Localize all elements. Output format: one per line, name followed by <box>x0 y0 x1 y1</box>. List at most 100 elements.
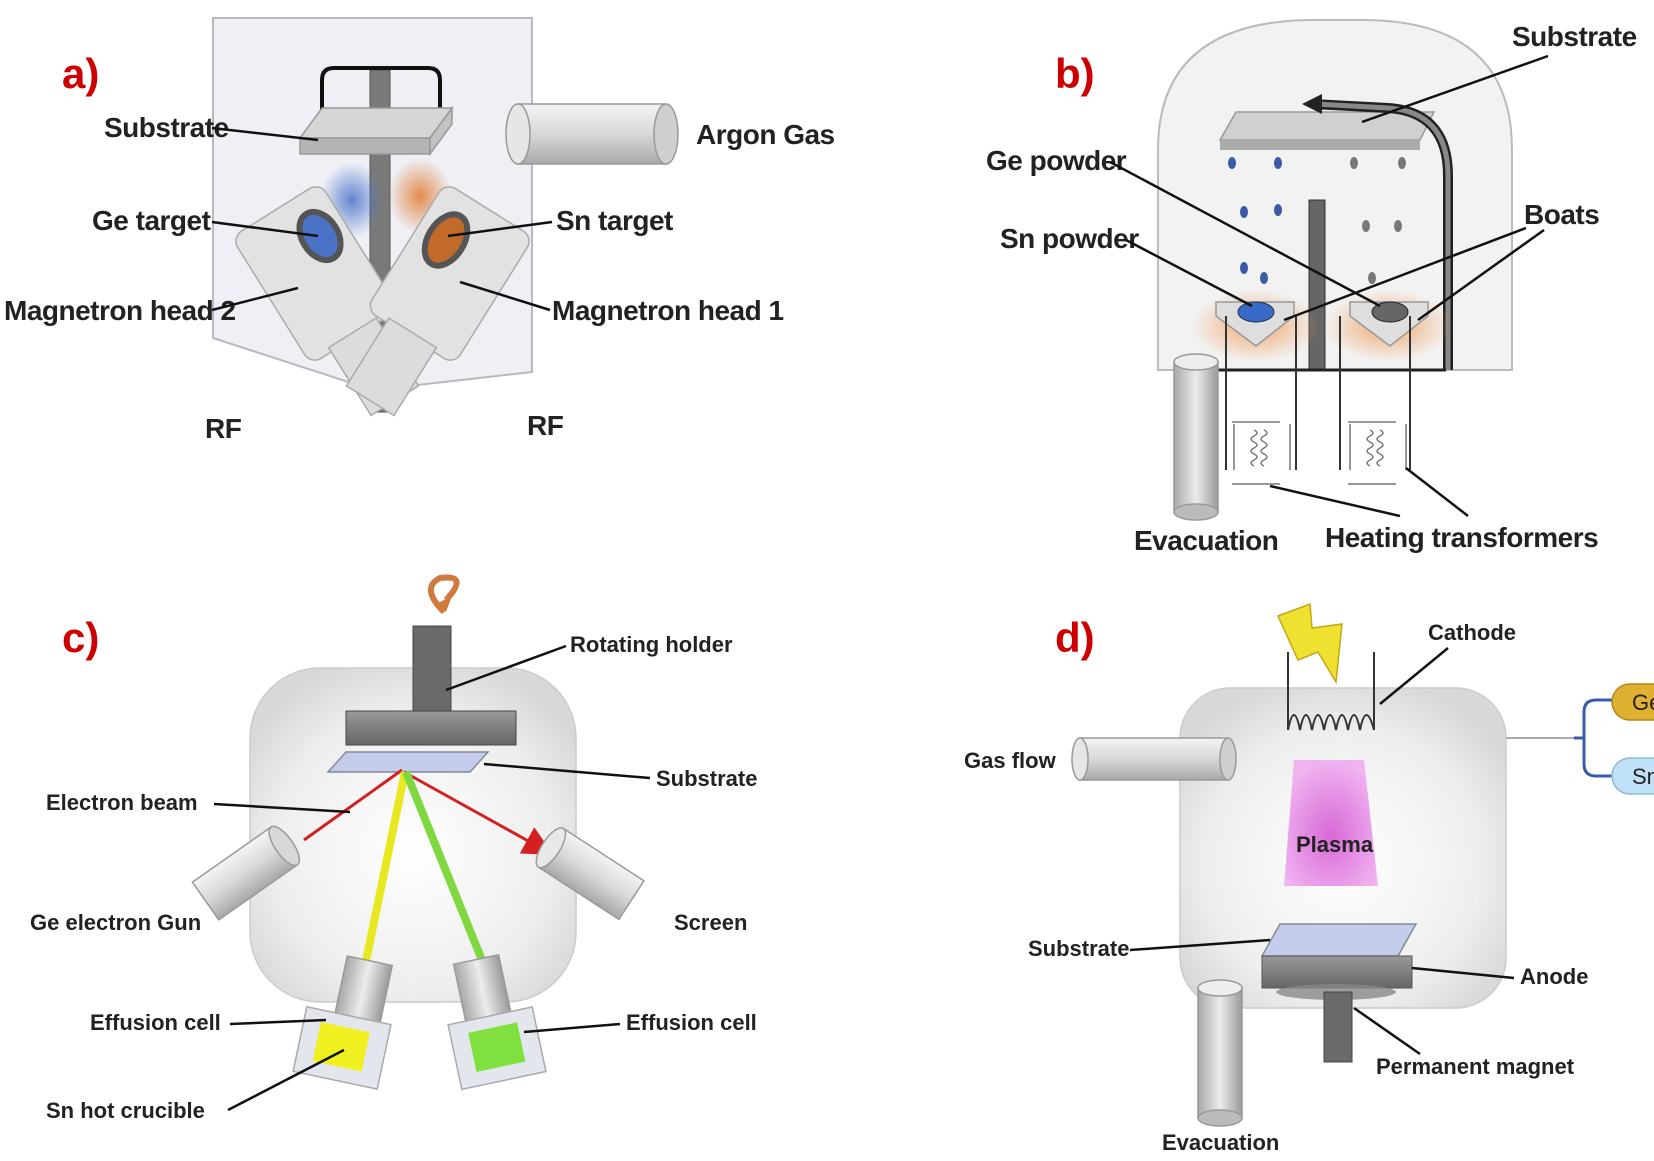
transformer-left <box>1232 421 1291 485</box>
label-cathode: Cathode <box>1428 620 1516 645</box>
boat-left <box>1215 301 1295 347</box>
evacuation-tube-b <box>1173 353 1219 521</box>
leader-ge-powder <box>1109 160 1381 308</box>
label-rf-right: RF <box>527 410 564 441</box>
electron-beam-reflected <box>403 770 554 855</box>
panel-c: c) <box>30 574 757 1123</box>
leader-sn-target <box>447 220 553 238</box>
label-substrate-d: Substrate <box>1028 936 1129 961</box>
panel-c-letter: c) <box>62 614 99 661</box>
panel-b-letter: b) <box>1055 50 1095 97</box>
electron-beam-in <box>303 768 403 842</box>
substrate-bracket <box>320 66 442 128</box>
leader-electron-beam <box>213 802 351 814</box>
label-permanent-magnet: Permanent magnet <box>1376 1054 1575 1079</box>
leader-sn-powder <box>1125 238 1253 308</box>
permanent-magnet <box>1323 991 1353 1063</box>
panel-a: a) <box>4 17 835 444</box>
effusion-cell-left <box>292 955 394 1091</box>
sncl4-bottle: SnCl₄ <box>1611 757 1654 795</box>
label-electron-beam: Electron beam <box>46 790 198 815</box>
cathode-leads <box>1287 652 1375 730</box>
leader-cathode <box>1379 647 1449 705</box>
leader-substrate-a <box>211 126 319 142</box>
label-evacuation-d: Evacuation <box>1162 1130 1279 1155</box>
heater-wires <box>1225 316 1411 470</box>
substrate-b <box>1218 111 1436 150</box>
label-substrate-c: Substrate <box>656 766 757 791</box>
lightning-bolt-icon <box>1276 602 1343 685</box>
label-evacuation-b: Evacuation <box>1134 525 1278 556</box>
label-sn-hot-crucible: Sn hot crucible <box>46 1098 205 1123</box>
ge-target-disc <box>296 208 344 264</box>
leader-boats-1 <box>1283 226 1527 322</box>
label-argon-gas: Argon Gas <box>696 119 835 150</box>
rotating-holder-shaft <box>412 625 452 713</box>
gas-flow-inlet <box>1071 737 1237 781</box>
label-boats: Boats <box>1524 199 1599 230</box>
panel-d: d) GeH₄ SnCl₄ <box>964 602 1654 1155</box>
leader-effusion-cell-right <box>523 1022 621 1034</box>
label-magnetron-head-1: Magnetron head 1 <box>552 295 784 326</box>
leader-anode <box>1411 966 1515 980</box>
label-sn-target: Sn target <box>556 205 673 236</box>
leader-magnetron-head-1 <box>459 280 551 312</box>
leader-permanent-magnet <box>1353 1006 1421 1056</box>
evacuation-tube-d <box>1197 979 1243 1127</box>
rheed-screen <box>535 827 645 921</box>
ge-electron-gun <box>191 825 301 921</box>
label-effusion-cell-right: Effusion cell <box>626 1010 757 1035</box>
substrate-d <box>1260 923 1418 957</box>
bell-jar <box>1157 19 1513 371</box>
gas-manifold <box>1582 698 1614 778</box>
sn-flux-beam <box>358 771 409 981</box>
panel-d-letter: d) <box>1055 614 1095 661</box>
label-plasma: Plasma <box>1296 832 1374 857</box>
label-ge-target: Ge target <box>92 205 211 236</box>
leader-heating-2 <box>1405 467 1469 517</box>
center-post <box>1308 199 1326 371</box>
transformer-right <box>1348 421 1407 485</box>
label-ge-powder: Ge powder <box>986 145 1127 176</box>
rotation-arrow-icon <box>428 574 460 615</box>
label-ge-electron-gun: Ge electron Gun <box>30 910 201 935</box>
leader-boats-2 <box>1417 228 1545 322</box>
label-anode: Anode <box>1520 964 1588 989</box>
label-magnetron-head-2: Magnetron head 2 <box>4 295 236 326</box>
label-rotating-holder: Rotating holder <box>570 632 733 657</box>
label-heating-transformers: Heating transformers <box>1325 522 1598 553</box>
label-rf-left: RF <box>205 413 242 444</box>
label-screen: Screen <box>674 910 747 935</box>
plasma-region <box>1284 760 1378 886</box>
cathode-coil <box>1287 714 1375 731</box>
leader-substrate-b <box>1361 54 1549 124</box>
leader-ge-target <box>211 220 319 238</box>
panel-b: b) <box>986 19 1637 556</box>
label-substrate-b: Substrate <box>1512 21 1637 52</box>
leader-sn-hot-crucible <box>227 1048 345 1112</box>
leader-heating-1 <box>1269 484 1401 518</box>
sn-particles <box>1228 157 1282 284</box>
leader-substrate-d <box>1129 938 1271 952</box>
anode-plate <box>1261 955 1413 989</box>
argon-gas-inlet <box>505 103 679 165</box>
effusion-cell-right <box>447 953 547 1091</box>
label-geh4: GeH₄ <box>1632 690 1654 715</box>
leader-effusion-cell-left <box>229 1018 327 1026</box>
label-substrate-a: Substrate <box>104 112 229 143</box>
label-effusion-cell-left: Effusion cell <box>90 1010 221 1035</box>
ge-flux-beam <box>402 770 494 982</box>
geh4-bottle: GeH₄ <box>1611 683 1654 721</box>
leader-magnetron-head-2 <box>211 286 299 312</box>
panel-a-letter: a) <box>62 50 99 97</box>
substrate-c <box>326 751 490 773</box>
label-sncl4: SnCl₄ <box>1632 764 1654 789</box>
label-gas-flow: Gas flow <box>964 748 1057 773</box>
sn-target-disc <box>421 211 471 269</box>
leader-rotating-holder <box>445 644 567 692</box>
leader-substrate-c <box>483 762 651 780</box>
rotating-holder-plate <box>345 710 517 746</box>
feed-arrow <box>1302 94 1322 114</box>
